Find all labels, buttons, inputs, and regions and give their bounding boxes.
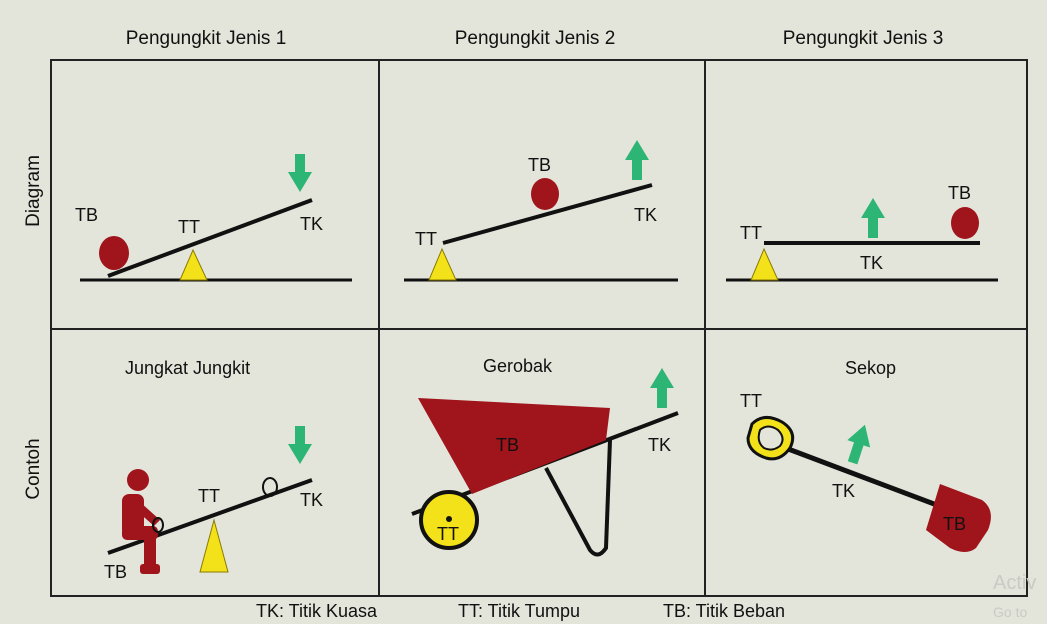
- diagram-lever-type-2: TB TT TK: [404, 140, 678, 282]
- load-label: TB: [75, 205, 98, 225]
- fulcrum-label: TT: [740, 223, 762, 243]
- diagram-lever-type-1: TB TT TK: [75, 154, 352, 282]
- activation-watermark-hint: Go to: [993, 604, 1028, 620]
- load-label: TB: [104, 562, 127, 582]
- effort-label: TK: [832, 481, 855, 501]
- fulcrum-label: TT: [437, 524, 459, 544]
- legend-effort: TK: Titik Kuasa: [256, 601, 378, 621]
- example-title: Jungkat Jungkit: [125, 358, 250, 378]
- activation-watermark: Activ: [993, 572, 1037, 594]
- shovel-grip-hole: [757, 425, 784, 451]
- fulcrum-triangle: [199, 518, 229, 573]
- hand-grip: [152, 517, 164, 533]
- effort-arrow-up-icon: [625, 140, 649, 180]
- fulcrum-triangle: [179, 248, 208, 281]
- fulcrum-triangle: [750, 247, 779, 281]
- person-icon: [122, 469, 160, 574]
- wheelbarrow-leg: [544, 439, 612, 557]
- seesaw-plank: [107, 478, 313, 555]
- load-label: TB: [948, 183, 971, 203]
- fulcrum-triangle: [428, 247, 457, 281]
- column-header-type-1: Pengungkit Jenis 1: [125, 28, 287, 49]
- effort-label: TK: [860, 253, 883, 273]
- fulcrum-label: TT: [415, 229, 437, 249]
- example-shovel: Sekop TT TK TB: [740, 358, 991, 552]
- grid-divider: [52, 328, 1026, 330]
- example-title: Sekop: [845, 358, 896, 378]
- effort-arrow-down-icon: [288, 426, 312, 464]
- fulcrum-label: TT: [740, 391, 762, 411]
- effort-arrow-down-icon: [288, 154, 312, 192]
- lever-bar: [107, 198, 313, 278]
- column-header-type-2: Pengungkit Jenis 2: [454, 28, 616, 49]
- load-label: TB: [528, 155, 551, 175]
- example-seesaw: Jungkat Jungkit TB TT TK: [104, 358, 323, 582]
- wheelbarrow-tray: [418, 398, 610, 494]
- shovel-shaft: [782, 444, 951, 513]
- fulcrum-label: TT: [198, 486, 220, 506]
- effort-arrow-up-icon: [841, 421, 877, 467]
- lever-grid: [50, 59, 1028, 597]
- example-wheelbarrow: Gerobak TB TT TK: [411, 356, 679, 557]
- seat-handle: [262, 477, 278, 497]
- shovel-blade: [926, 484, 991, 552]
- load-ball: [531, 178, 559, 210]
- load-label: TB: [943, 514, 966, 534]
- load-ball: [99, 236, 129, 270]
- lever-bar: [442, 183, 653, 245]
- effort-label: TK: [634, 205, 657, 225]
- load-label: TB: [496, 435, 519, 455]
- effort-arrow-up-icon: [861, 198, 885, 238]
- effort-label: TK: [648, 435, 671, 455]
- fulcrum-label: TT: [178, 217, 200, 237]
- legend-load: TB: Titik Beban: [663, 601, 786, 621]
- effort-label: TK: [300, 490, 323, 510]
- effort-arrow-up-icon: [650, 368, 674, 408]
- diagram-lever-type-3: TB TT TK: [726, 183, 998, 282]
- column-header-type-3: Pengungkit Jenis 3: [782, 28, 944, 49]
- load-ball: [951, 207, 979, 239]
- example-title: Gerobak: [483, 356, 553, 376]
- wheel-axle: [446, 516, 452, 522]
- legend-fulcrum: TT: Titik Tumpu: [458, 601, 581, 621]
- effort-label: TK: [300, 214, 323, 234]
